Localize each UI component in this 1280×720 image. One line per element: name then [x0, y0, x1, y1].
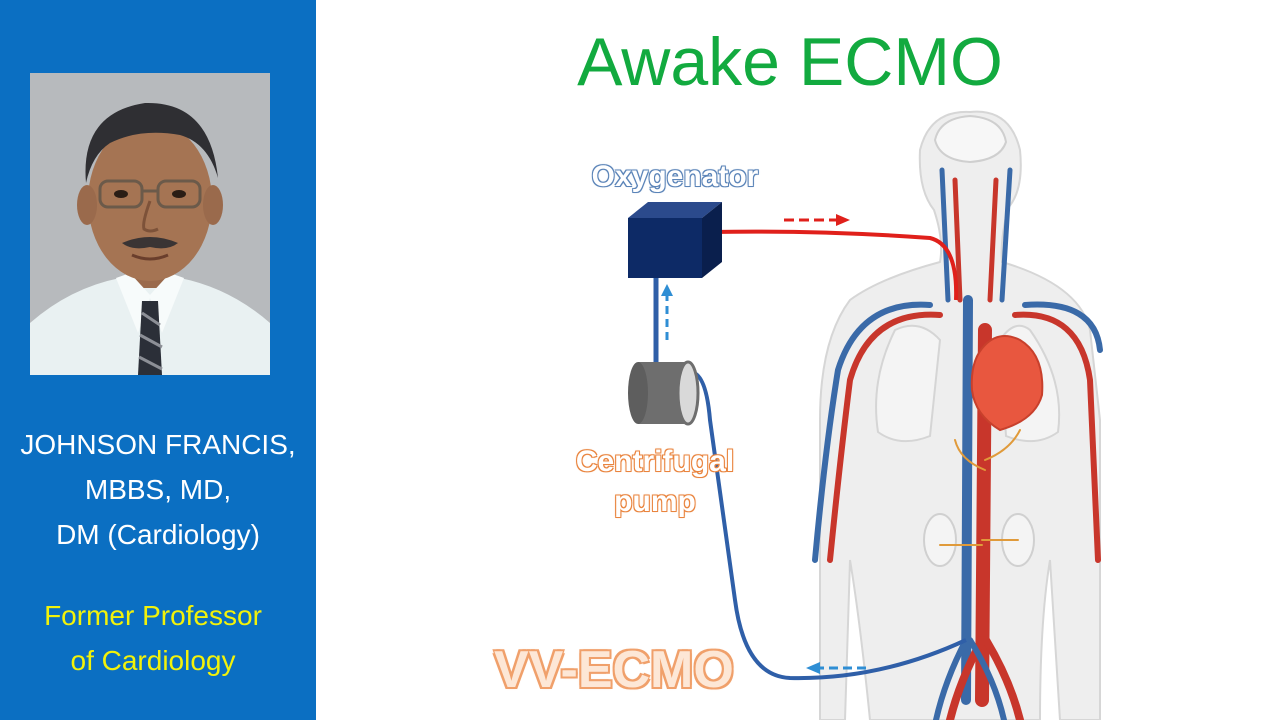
presenter-role: Former Professor of Cardiology	[0, 593, 306, 683]
flow-arrow-pump-to-oxygenator	[661, 284, 673, 340]
presenter-role-line1: Former Professor	[44, 600, 262, 631]
ecmo-mode-label: VV-ECMO	[494, 641, 734, 699]
presenter-role-line2: of Cardiology	[70, 645, 236, 676]
slide-title: Awake ECMO	[577, 24, 1003, 100]
presenter-photo	[30, 73, 270, 375]
venous-drainage-tubing	[689, 370, 967, 681]
presenter-name-line1: JOHNSON FRANCIS,	[20, 429, 296, 460]
blood-vessels	[812, 167, 1103, 720]
human-body-illustration	[819, 110, 1101, 720]
flow-arrow-oxygenated	[784, 214, 850, 226]
presenter-sidebar: JOHNSON FRANCIS, MBBS, MD, DM (Cardiolog…	[0, 0, 316, 720]
presenter-specialty: DM (Cardiology)	[56, 519, 260, 550]
pump-label-line2: pump	[614, 485, 696, 518]
presenter-degrees: MBBS, MD,	[84, 474, 232, 505]
oxygenator-device	[628, 202, 722, 278]
ecmo-diagram	[628, 110, 1103, 720]
oxygenated-return-tubing	[711, 229, 959, 301]
pump-label-line1: Centrifugal	[575, 445, 735, 478]
presenter-name: JOHNSON FRANCIS, MBBS, MD, DM (Cardiolog…	[0, 422, 316, 557]
flow-arrow-venous-return	[806, 662, 866, 674]
heart-illustration	[970, 335, 1044, 432]
oxygenator-label: Oxygenator	[591, 160, 759, 193]
centrifugal-pump-label: Centrifugal pump	[540, 442, 770, 522]
centrifugal-pump-device	[628, 360, 700, 426]
presenter-portrait-image	[30, 73, 270, 375]
